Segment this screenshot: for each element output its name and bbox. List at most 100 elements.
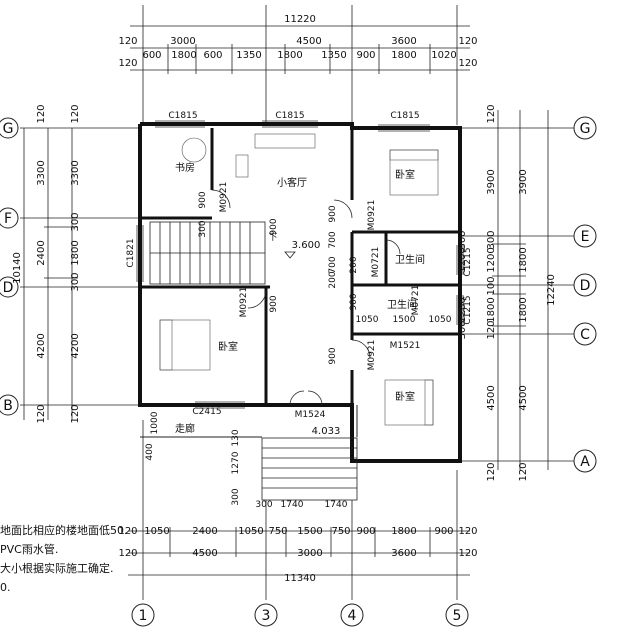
entry-steps [261, 437, 358, 501]
corridor-rail [140, 405, 358, 438]
top-edge-right-dim: 120 [458, 58, 477, 69]
top-dim-row2: 1800 [391, 50, 416, 61]
right-mid-dim: 1200 [457, 247, 468, 272]
misc-dim: 1050 [356, 315, 379, 325]
axis-label-right: A [580, 454, 590, 470]
opening-tag: M0921 [239, 287, 249, 318]
left-inner-dim: 120 [70, 104, 81, 123]
top-dimension-chain [130, 5, 470, 125]
opening-tag: C1821 [126, 238, 136, 267]
room-label-bath2: 卫生间 [387, 298, 417, 311]
top-overall-dim: 11220 [284, 14, 316, 25]
top-dim-row2: 1350 [236, 50, 261, 61]
misc-dim: 200 [349, 256, 359, 273]
bottom-dim-row1: 900 [434, 526, 453, 537]
left-inner-dim: 1800 [70, 240, 81, 265]
axis-label-left: D [3, 280, 14, 296]
top-dim-row2: 600 [142, 50, 161, 61]
misc-dim: 130 [231, 429, 241, 446]
right-outer-dim: 120 [486, 320, 497, 339]
stair-direction-label: 下 [268, 233, 277, 243]
misc-dim: 900 [328, 347, 338, 364]
opening-tag: M0721 [371, 247, 381, 278]
bottom-dim-row2: 3600 [391, 548, 416, 559]
top-edge-left-dim: 120 [118, 58, 137, 69]
note-line: PVC雨水管. [0, 542, 58, 556]
top-edge-left-dim: 120 [118, 36, 137, 47]
bottom-edge-right-dim: 120 [458, 548, 477, 559]
opening-tag: C1215 [463, 247, 473, 276]
right-outer-dim: 120 [486, 462, 497, 481]
right-inner-dim: 1800 [518, 297, 529, 322]
left-inner-dim: 300 [70, 272, 81, 291]
opening-tag: C1215 [463, 295, 473, 324]
right-outer-dim: 3900 [486, 169, 497, 194]
misc-dim: 300 [231, 488, 241, 505]
bottom-dim-row2: 3000 [297, 548, 322, 559]
misc-dim: 1740 [281, 500, 304, 510]
bottom-edge-right-dim: 120 [458, 526, 477, 537]
left-outer-dim: 4200 [36, 333, 47, 358]
misc-dim: 900 [198, 191, 208, 208]
opening-tag: M1521 [390, 341, 421, 351]
level-mark-upper: 3.600 [292, 240, 321, 251]
left-inner-dim: 4200 [70, 333, 81, 358]
furniture [159, 133, 439, 426]
right-outer-dim: 100 [486, 276, 497, 295]
right-dimension-chain [460, 110, 575, 470]
exterior-walls [138, 122, 462, 463]
left-overall-dim: 10140 [12, 252, 23, 284]
left-outer-dim: 3300 [36, 160, 47, 185]
axis-label-right: C [580, 327, 590, 343]
bottom-edge-left-dim: 120 [118, 526, 137, 537]
right-mid-dim: 300 [457, 320, 468, 339]
misc-dim: 1740 [325, 500, 348, 510]
right-outer-dim: 1800 [486, 297, 497, 322]
left-dimension-chain [20, 127, 140, 420]
door-swings [211, 189, 401, 406]
stair [149, 221, 266, 285]
room-label-bath1: 卫生间 [395, 253, 425, 266]
misc-dim: 300 [198, 220, 208, 237]
misc-dim: 700 [328, 256, 338, 273]
misc-dim: 700 [328, 231, 338, 248]
top-dim-row2: 900 [356, 50, 375, 61]
right-outer-dim: 300 [486, 230, 497, 249]
axis-label-left: F [4, 211, 12, 227]
top-dim-row2: 1800 [171, 50, 196, 61]
bottom-dim-row1: 1800 [391, 526, 416, 537]
opening-tag: C1815 [390, 111, 419, 121]
misc-dim: 1050 [429, 315, 452, 325]
bottom-dim-row1: 1050 [238, 526, 263, 537]
axis-label-right: D [580, 278, 591, 294]
top-dim-row1: 3600 [391, 36, 416, 47]
misc-dim: 1270 [231, 451, 241, 474]
right-mid-dim: 300 [457, 230, 468, 249]
axis-label-left: B [3, 398, 13, 414]
top-dim-row2: 600 [203, 50, 222, 61]
right-mid-dim: 1200 [457, 297, 468, 322]
axis-label-bottom: 3 [262, 608, 271, 624]
bottom-dim-row2: 4500 [192, 548, 217, 559]
note-line: 大小根据实际施工确定. [0, 561, 114, 575]
note-line: 地面比相应的楼地面低50. [0, 523, 128, 537]
right-axis-bubbles [573, 116, 597, 473]
left-axis-bubbles [0, 117, 19, 416]
top-edge-right-dim: 120 [458, 36, 477, 47]
misc-dim: 1000 [150, 411, 160, 434]
misc-dim: 900 [269, 295, 279, 312]
windows [136, 120, 464, 409]
bottom-dim-row1: 2400 [192, 526, 217, 537]
interior-walls [140, 128, 460, 461]
left-outer-dim: 120 [36, 104, 47, 123]
bottom-dim-row1: 900 [356, 526, 375, 537]
top-dim-row2: 1350 [321, 50, 346, 61]
right-inner-dim: 1800 [518, 247, 529, 272]
left-inner-dim: 300 [70, 212, 81, 231]
axis-label-left: G [3, 121, 14, 137]
bottom-dim-row1: 1050 [144, 526, 169, 537]
misc-dim: 900 [328, 205, 338, 222]
opening-tag: C2415 [192, 407, 221, 417]
right-inner-dim: 3900 [518, 169, 529, 194]
opening-tag: C1815 [168, 111, 197, 121]
